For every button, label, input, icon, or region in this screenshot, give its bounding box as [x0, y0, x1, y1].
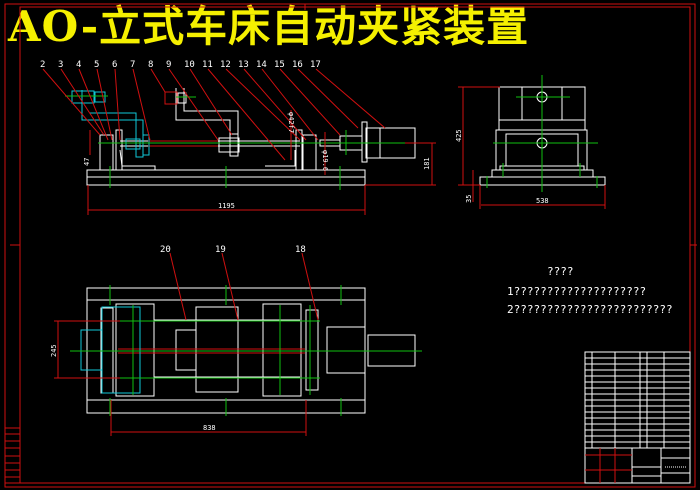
drawing-stroke	[189, 68, 233, 136]
drawing-stroke	[114, 68, 121, 141]
dim-side-width: 538	[536, 197, 549, 205]
tech-requirements-heading: ????	[547, 265, 574, 278]
part-balloon-number: 6	[112, 60, 117, 70]
drawing-stroke	[301, 252, 319, 321]
drawing-stroke	[315, 68, 386, 129]
side-revision-table	[4, 427, 21, 484]
drawing-stroke	[132, 68, 151, 141]
part-balloon-number: 9	[166, 60, 171, 70]
tech-requirement-2: 2????????????????????????	[507, 303, 673, 316]
drawing-stroke	[80, 329, 103, 371]
drawing-stroke	[221, 252, 239, 321]
dim-bore-dia: φ19.6	[321, 150, 329, 171]
drawing-stroke	[150, 68, 166, 93]
drawing-stroke	[99, 134, 114, 171]
part-balloon-number: 11	[202, 60, 213, 70]
drawing-stroke	[229, 133, 239, 157]
drawing-stroke	[297, 68, 359, 129]
drawing-title: AO-立式车床自动夹紧装置	[8, 2, 530, 51]
dim-front-height: 181	[423, 157, 431, 170]
side-view: 425 35 538	[455, 75, 606, 209]
phantom-cylinder	[71, 90, 150, 158]
drawing-stroke	[305, 309, 319, 391]
drawing-stroke	[164, 91, 178, 105]
drawing-frame	[4, 3, 697, 488]
part-balloon-number: 4	[76, 60, 81, 70]
drawing-stroke	[96, 68, 113, 141]
balloon-20: 20	[160, 245, 171, 255]
part-balloon-number: 10	[184, 60, 195, 70]
drawing-stroke	[177, 92, 187, 104]
dim-front-offset: 47	[83, 158, 91, 166]
drawing-stroke	[169, 252, 187, 321]
drawing-stroke	[262, 303, 302, 397]
drawing-stroke	[115, 129, 123, 171]
part-balloon-number: 2	[40, 60, 45, 70]
drawing-stroke	[119, 149, 156, 170]
drawing-stroke	[279, 68, 341, 136]
drawing-stroke	[218, 137, 240, 153]
drawing-stroke	[243, 68, 307, 141]
leader-lines	[42, 68, 386, 161]
part-balloon-number: 5	[94, 60, 99, 70]
dim-shaft-dia: φ42f7	[287, 112, 295, 133]
drawing-stroke	[183, 88, 239, 134]
drawing-stroke	[207, 68, 286, 161]
part-balloon-number: 3	[58, 60, 63, 70]
drawing-stroke	[225, 68, 301, 141]
part-balloon-number: 8	[148, 60, 153, 70]
part-balloons-top: 2 3 4 5 6 7 8 9 10 11 12 13 14 15 16 17	[40, 60, 321, 70]
drawing-stroke	[295, 129, 303, 171]
title-block	[584, 351, 691, 484]
front-view: 1195 181 47 φ42f7 φ19.6	[42, 68, 436, 215]
part-balloon-number: 16	[292, 60, 303, 70]
drawing-stroke	[78, 68, 109, 141]
drawing-stroke	[142, 134, 150, 156]
drawing-stroke	[168, 68, 219, 141]
drawing-stroke	[60, 68, 105, 136]
drawing-stroke	[42, 68, 101, 136]
dim-front-length: 1195	[218, 202, 235, 210]
tech-requirement-1: 1????????????????????	[507, 285, 647, 298]
part-balloon-number: 13	[238, 60, 249, 70]
dim-plan-length: 838	[203, 424, 216, 432]
drawing-stroke	[125, 138, 141, 150]
part-balloon-number: 15	[274, 60, 285, 70]
drawing-stroke	[175, 329, 197, 371]
drawing-stroke	[302, 134, 317, 171]
dim-side-height: 425	[455, 129, 463, 142]
dim-side-base: 35	[465, 195, 473, 203]
balloon-19: 19	[215, 245, 226, 255]
drawing-stroke	[326, 326, 366, 374]
drawing-stroke	[265, 150, 296, 167]
drawing-stroke	[94, 91, 106, 103]
dim-plan-width: 245	[50, 344, 58, 357]
drawing-stroke	[115, 303, 155, 397]
drawing-stroke	[261, 68, 319, 141]
plan-view: 20 19 18 245 838	[50, 245, 422, 436]
part-balloon-number: 14	[256, 60, 267, 70]
balloon-18: 18	[295, 245, 306, 255]
drawing-stroke	[81, 90, 144, 158]
drawing-stroke	[101, 306, 141, 394]
part-balloon-number: 17	[310, 60, 321, 70]
part-balloon-number: 7	[130, 60, 135, 70]
part-balloon-number: 12	[220, 60, 231, 70]
